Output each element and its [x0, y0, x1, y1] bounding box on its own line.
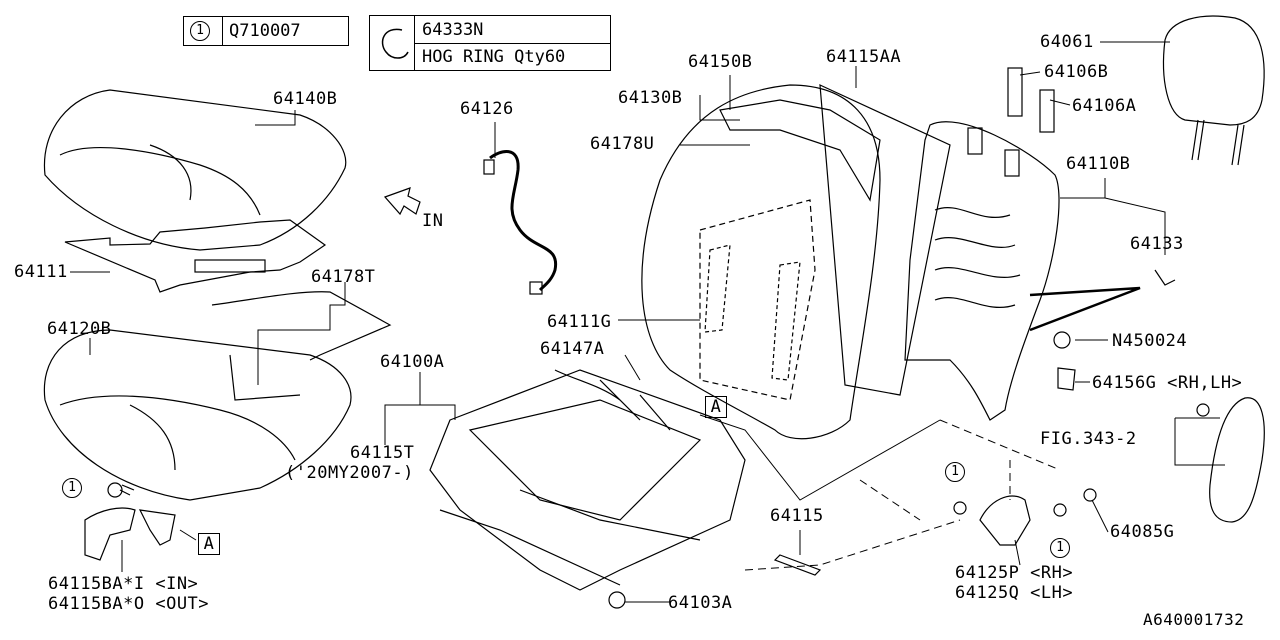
label-64178T: 64178T — [311, 267, 376, 287]
reference-circle-icon-left: 1 — [62, 478, 82, 498]
hog-ring-description: HOG RING Qty60 — [422, 47, 566, 67]
label-64115BA-out: 64115BA*O <OUT> — [48, 594, 210, 614]
reference-circle-icon: 1 — [190, 21, 210, 41]
seat-back-frame — [904, 121, 1060, 421]
reference-a-box-center: A — [705, 396, 727, 418]
seat-back-cover — [719, 99, 881, 202]
cushion-pad-outline — [43, 329, 352, 501]
label-64125Q: 64125Q <LH> — [955, 583, 1074, 603]
cushion-pad-sheet — [64, 219, 327, 293]
legend-fastener-box: 1 Q710007 — [183, 16, 349, 46]
fastener-part-number: Q710007 — [222, 17, 301, 45]
label-64147A: 64147A — [540, 339, 605, 359]
label-64115T: 64115T — [350, 443, 415, 463]
label-N450024: N450024 — [1112, 331, 1188, 351]
hog-ring-icon — [381, 28, 409, 59]
label-64115T-note: ('20MY2007-) — [285, 463, 414, 483]
legend-hog-ring-box: 64333N HOG RING Qty60 — [369, 15, 611, 71]
label-fig-343-2: FIG.343-2 — [1040, 429, 1137, 449]
label-64061: 64061 — [1040, 32, 1094, 52]
label-64085G: 64085G — [1110, 522, 1175, 542]
label-64111: 64111 — [14, 262, 68, 282]
in-direction-label: IN — [422, 211, 444, 231]
label-64130B: 64130B — [618, 88, 683, 108]
label-64106A: 64106A — [1072, 96, 1137, 116]
cover-panel — [819, 84, 951, 396]
label-64125P: 64125P <RH> — [955, 563, 1074, 583]
label-64100A: 64100A — [380, 352, 445, 372]
headrest — [1162, 15, 1265, 126]
reference-a-box-left: A — [198, 533, 220, 555]
label-64106B: 64106B — [1044, 62, 1109, 82]
seat-back-pad — [641, 84, 881, 440]
label-64103A: 64103A — [668, 593, 733, 613]
label-64115AA: 64115AA — [826, 47, 902, 67]
cushion-cover-outline — [43, 89, 347, 251]
label-64140B: 64140B — [273, 89, 338, 109]
label-64156G: 64156G <RH,LH> — [1092, 373, 1243, 393]
in-arrow-icon — [383, 187, 421, 216]
label-64178U: 64178U — [590, 134, 655, 154]
label-64133: 64133 — [1130, 234, 1184, 254]
label-64115BA-in: 64115BA*I <IN> — [48, 574, 199, 594]
hog-ring-part-number: 64333N — [422, 20, 484, 40]
label-64150B: 64150B — [688, 52, 753, 72]
reference-circle-icon-bolt: 1 — [1050, 538, 1070, 558]
diagram-code: A640001732 — [1143, 610, 1245, 629]
label-64126: 64126 — [460, 99, 514, 119]
harness — [489, 150, 558, 292]
side-cover — [1209, 397, 1265, 523]
label-64110B: 64110B — [1066, 154, 1131, 174]
seat-frame — [429, 369, 746, 591]
label-64120B: 64120B — [47, 319, 112, 339]
label-64115: 64115 — [770, 506, 824, 526]
label-64111G: 64111G — [547, 312, 612, 332]
reference-circle-icon-bracket: 1 — [945, 462, 965, 482]
